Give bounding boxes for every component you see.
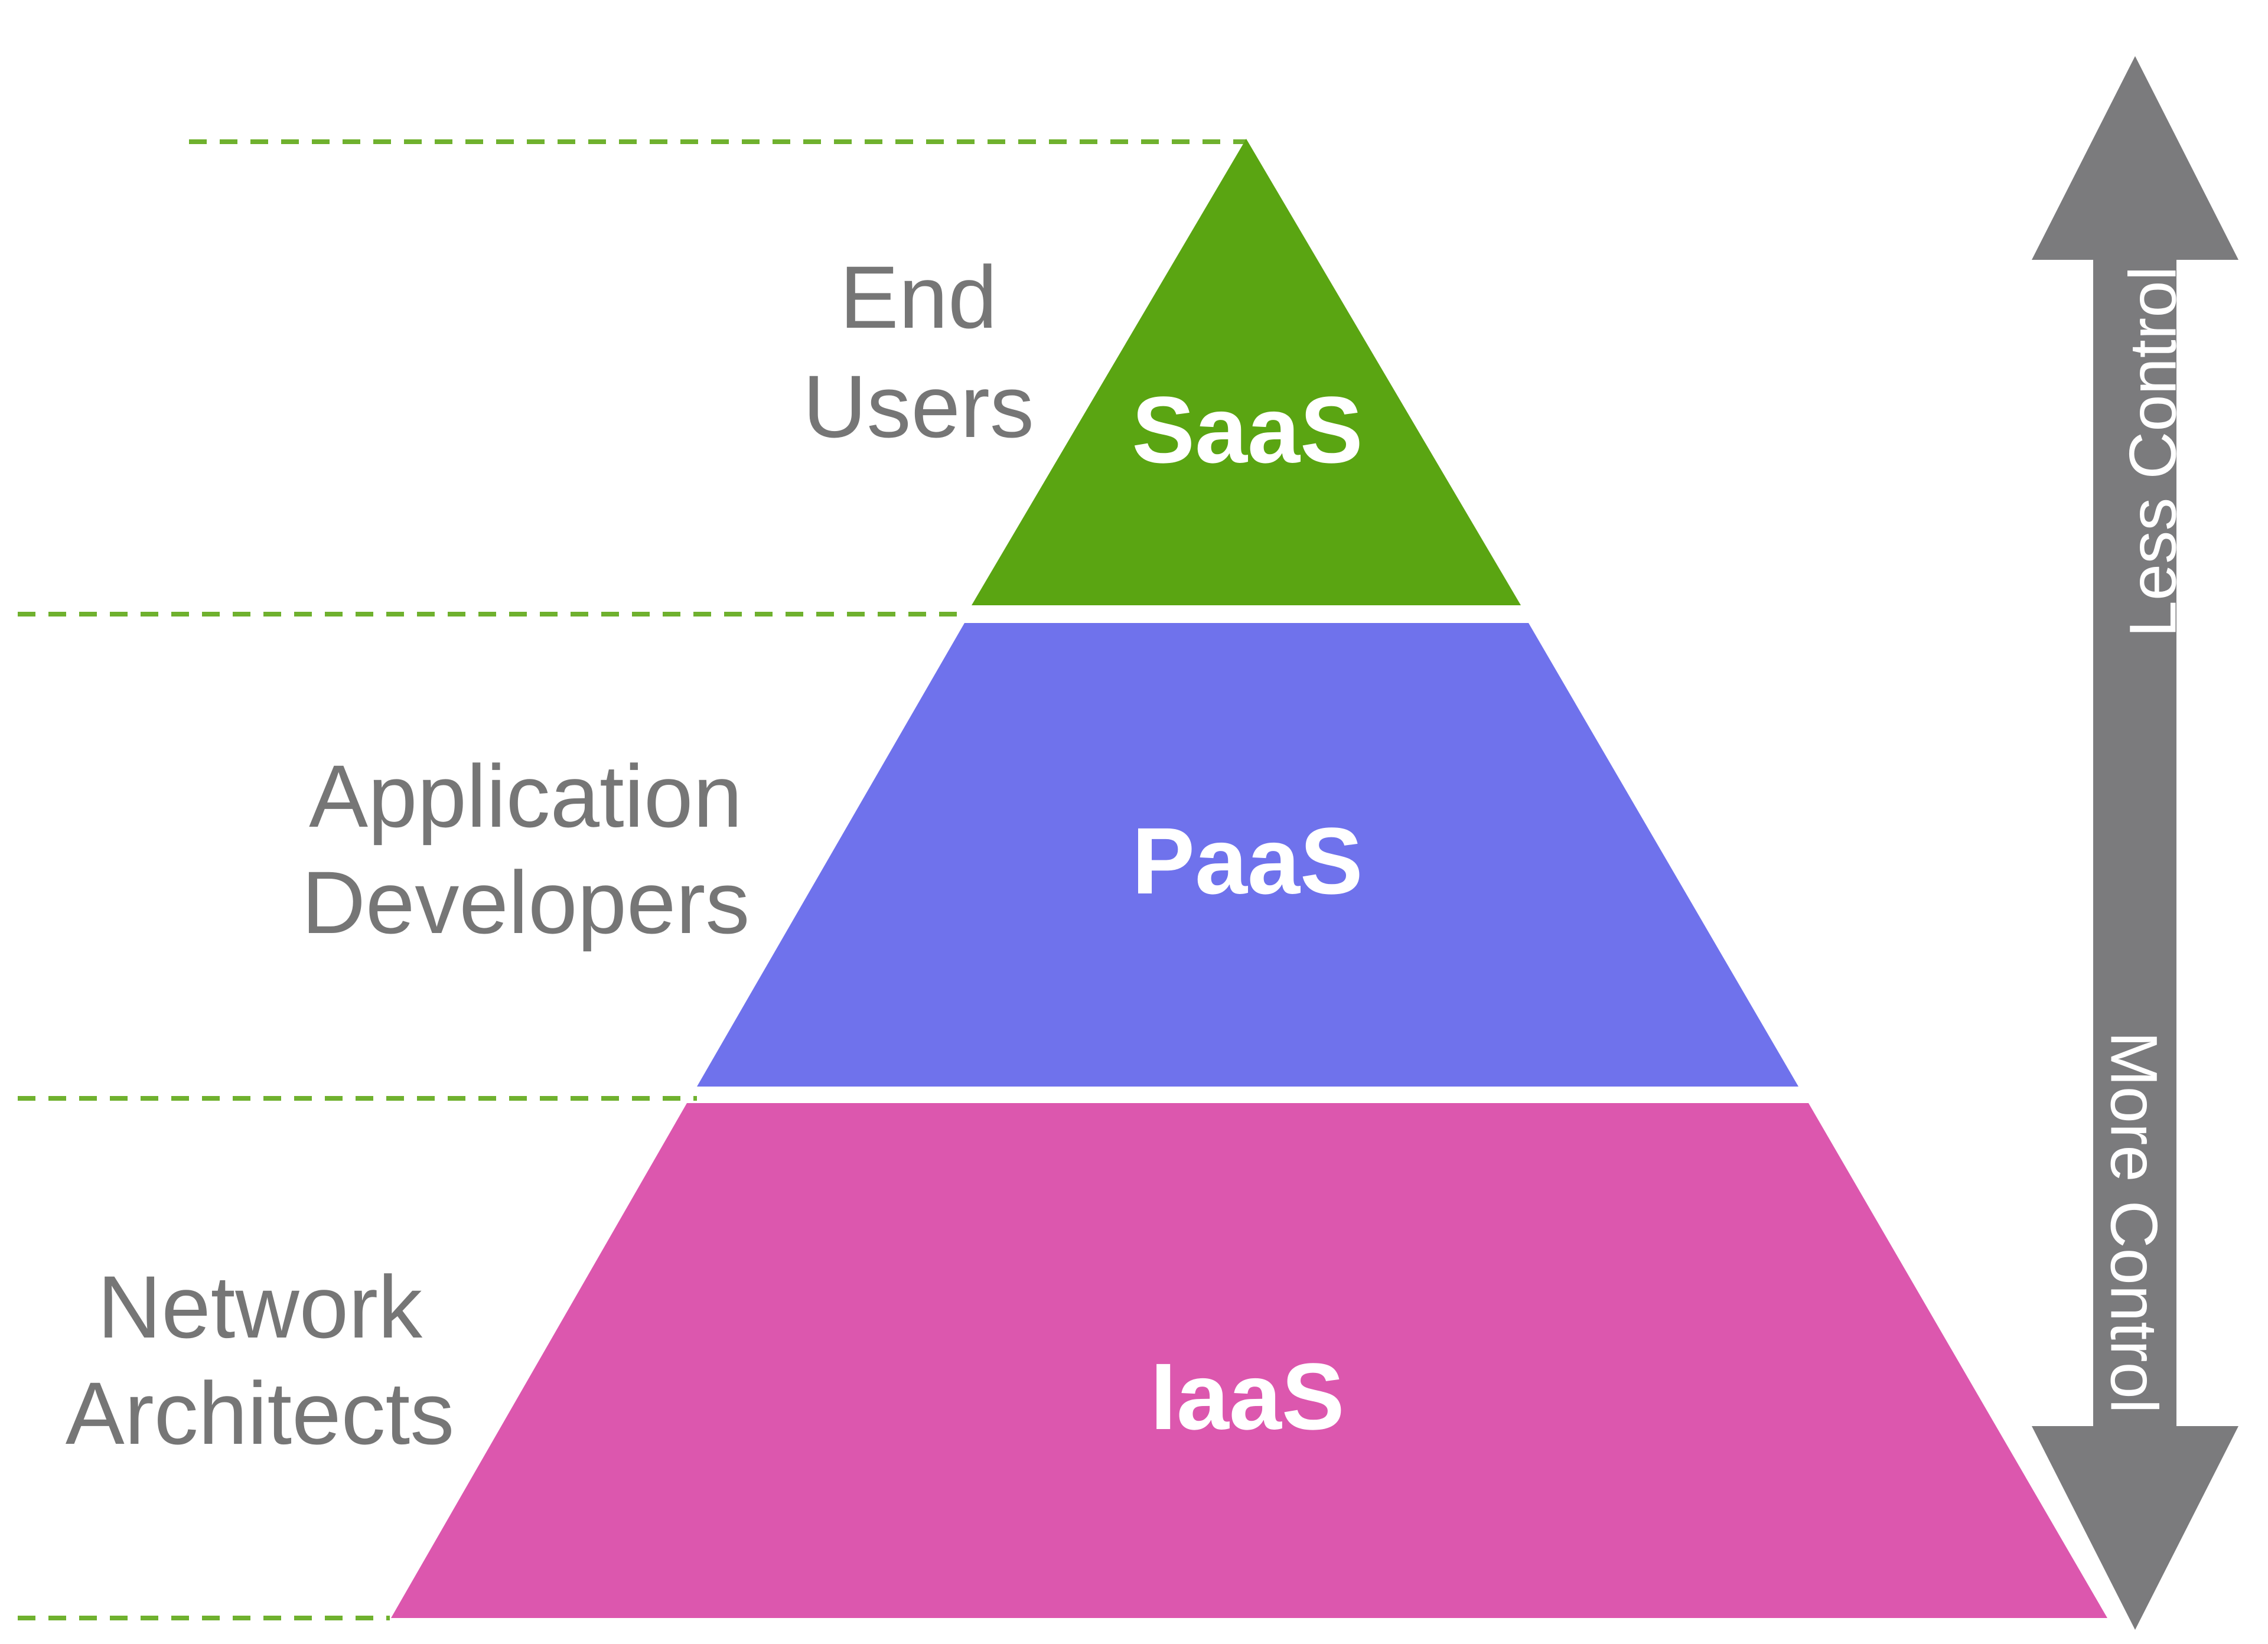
network-architects-label: Network Architects (66, 1257, 455, 1463)
guide-lines (18, 139, 1246, 1620)
less-control-label: Less Control (2116, 266, 2190, 638)
end-users-label-line2: Users (803, 357, 1034, 456)
network-architects-label-line1: Network (97, 1257, 423, 1356)
application-developers-label: Application Developers (302, 746, 750, 952)
end-users-label-line1: End (840, 247, 998, 347)
paas-tier (697, 623, 1798, 1087)
network-architects-label-line2: Architects (66, 1364, 455, 1463)
iaas-tier-label: IaaS (1150, 1343, 1344, 1449)
end-users-label: End Users (803, 247, 1034, 456)
application-developers-label-line1: Application (309, 746, 742, 846)
more-control-label: More Control (2097, 1031, 2171, 1413)
arrow-up-icon (2032, 56, 2238, 260)
application-developers-label-line2: Developers (302, 853, 750, 952)
pyramid (391, 139, 2107, 1618)
control-axis-arrow: Less Control More Control (2032, 56, 2238, 1630)
paas-tier-label: PaaS (1132, 808, 1363, 914)
control-arrow-shaft (2093, 260, 2176, 1426)
arrow-down-icon (2032, 1426, 2238, 1630)
saas-tier (972, 139, 1521, 605)
iaas-tier (391, 1103, 2107, 1618)
saas-tier-label: SaaS (1132, 377, 1363, 482)
